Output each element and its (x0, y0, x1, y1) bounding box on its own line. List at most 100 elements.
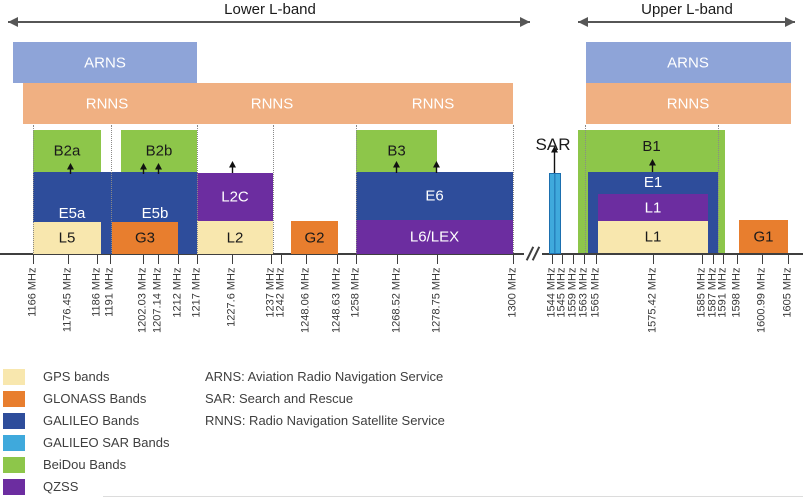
band-l1-qzss: L1 (598, 194, 708, 221)
band-label: L6/LEX (409, 228, 460, 246)
axis-tick (712, 255, 714, 264)
axis-tick (761, 255, 763, 264)
axis-tick (652, 255, 654, 264)
band-l6lex: L6/LEX (356, 220, 513, 254)
axis-tick (701, 255, 703, 264)
legend-swatch-cream (3, 369, 25, 385)
axis-tick (280, 255, 282, 264)
band-label: L2 (226, 229, 244, 246)
axis-tick (551, 255, 553, 264)
upper-l-band-range-arrow-icon (578, 17, 795, 27)
tick-label: 1186 MHz (90, 267, 103, 317)
service-bar-label: RNNS (250, 95, 294, 112)
service-bar-label: RNNS (411, 95, 455, 112)
up-arrow-icon (228, 160, 237, 173)
band-l2: L2 (197, 221, 273, 254)
tick-label: 1565 MHz (589, 267, 602, 318)
band-label: B2b (145, 142, 173, 160)
axis-tick (157, 255, 159, 264)
band-label: G2 (304, 229, 325, 246)
up-arrow-icon (139, 161, 148, 174)
legend-label: GPS bands (43, 369, 110, 384)
tick-label: 1278.75 MHz (430, 267, 443, 333)
up-arrow-icon (154, 161, 163, 174)
tick-label: 1217 MHz (190, 267, 203, 318)
band-label: E5a (58, 205, 86, 222)
band-label: L1 (644, 228, 662, 246)
sar-band-label: SAR (535, 135, 571, 154)
axis-tick (722, 255, 724, 264)
dashed-guide-line (197, 125, 198, 253)
legend-swatch-purple (3, 479, 25, 495)
band-label: B2a (53, 142, 81, 160)
acronym-arns: ARNS: Aviation Radio Navigation Service (205, 369, 444, 384)
axis-tick (595, 255, 597, 264)
axis-tick (561, 255, 563, 264)
band-label: L5 (58, 229, 76, 247)
tick-label: 1300 MHz (506, 267, 519, 318)
axis-tick (736, 255, 738, 264)
dashed-guide-line (33, 125, 34, 253)
axis-tick (32, 255, 34, 264)
up-arrow-icon (66, 161, 75, 174)
band-sar (549, 173, 561, 254)
lower-l-band-title: Lower L-band (224, 1, 316, 18)
dashed-guide-line (718, 125, 719, 253)
acronym-sar: SAR: Search and Rescue (205, 391, 354, 406)
service-bar-label: RNNS (85, 95, 129, 112)
tick-label: 1248.06 MHz (299, 267, 312, 333)
band-label: E6 (425, 187, 444, 205)
dashed-guide-line (111, 125, 112, 253)
tick-label: 1191 MHz (103, 267, 116, 317)
legend-label: QZSS (43, 479, 79, 494)
tick-label: 1605 MHz (781, 267, 794, 318)
tick-label: 1575.42 MHz (646, 267, 659, 333)
tick-label: 1598 MHz (730, 267, 743, 318)
tick-label: 1600.99 MHz (755, 267, 768, 333)
tick-label: 1227.6 MHz (225, 267, 238, 327)
up-arrow-icon (550, 146, 559, 173)
service-bar-label: ARNS (84, 54, 126, 71)
legend-label: BeiDou Bands (43, 457, 127, 472)
axis-tick (355, 255, 357, 264)
legend-swatch-green (3, 457, 25, 473)
axis-tick (572, 255, 574, 264)
axis-tick (305, 255, 307, 264)
band-e6: E6 (356, 172, 513, 220)
axis-tick (270, 255, 272, 264)
upper-l-band-title: Upper L-band (641, 1, 733, 18)
legend-swatch-blue (3, 413, 25, 429)
legend-swatch-sarblue (3, 435, 25, 451)
band-b2a: B2a (33, 130, 101, 172)
service-bar-rnns-left: RNNS RNNS RNNS (23, 83, 513, 124)
service-bar-arns-right: ARNS (586, 42, 791, 83)
band-l1-gps: L1 (598, 221, 708, 253)
axis-tick (787, 255, 789, 264)
service-bar-arns-left: ARNS (13, 42, 197, 83)
band-label: L1 (644, 199, 662, 216)
legend-swatch-orange (3, 391, 25, 407)
dashed-guide-line (585, 125, 586, 253)
dashed-guide-line (273, 125, 274, 253)
band-g1: G1 (739, 220, 788, 253)
up-arrow-icon (392, 160, 401, 173)
axis-tick (512, 255, 514, 264)
service-bar-rnns-right: RNNS (586, 83, 791, 124)
band-l2c: L2C (197, 173, 273, 221)
band-label: E1 (643, 174, 663, 191)
axis-tick (336, 255, 338, 264)
band-l5: L5 (33, 222, 101, 254)
band-label: B3 (387, 142, 406, 160)
tick-label: 1591 MHz (716, 267, 729, 318)
dashed-guide-line (513, 125, 514, 253)
tick-label: 1202.03 MHz (136, 267, 149, 333)
axis-tick (436, 255, 438, 264)
axis-tick (196, 255, 198, 264)
up-arrow-icon (648, 159, 657, 172)
tick-label: 1248.63 MHz (330, 267, 343, 333)
tick-label: 1242 MHz (274, 267, 287, 318)
axis-tick (396, 255, 398, 264)
band-label: L2C (221, 188, 249, 206)
tick-label: 1207.14 MHz (151, 267, 164, 333)
